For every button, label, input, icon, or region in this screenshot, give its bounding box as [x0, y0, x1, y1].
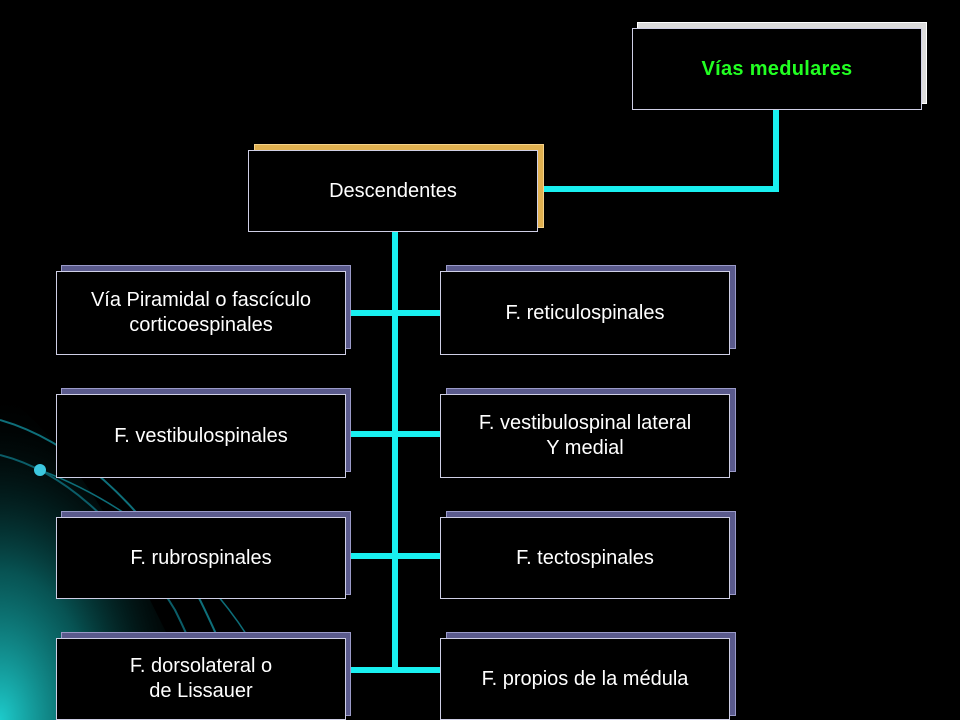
right-node-1: F. reticulospinales	[440, 271, 730, 355]
left-node-2: F. vestibulospinales	[56, 394, 346, 478]
glow-dot	[34, 464, 46, 476]
root-node-label: Vías medulares	[701, 57, 853, 80]
left-node-3: F. rubrospinales	[56, 517, 346, 599]
right-node-4: F. propios de la médula	[440, 638, 730, 720]
left-node-3-label: F. rubrospinales	[130, 546, 272, 569]
right-node-4-label: F. propios de la médula	[481, 667, 689, 690]
branch-node: Descendentes	[248, 150, 538, 232]
left-node-4: F. dorsolateral o de Lissauer	[56, 638, 346, 720]
right-node-3-label: F. tectospinales	[516, 546, 654, 569]
right-node-2: F. vestibulospinal lateral Y medial	[440, 394, 730, 478]
right-node-2-label: F. vestibulospinal lateral Y medial	[478, 412, 692, 459]
root-connector	[535, 107, 779, 192]
branch-node-label: Descendentes	[329, 179, 457, 202]
left-node-2-label: F. vestibulospinales	[114, 424, 288, 447]
right-node-1-label: F. reticulospinales	[505, 301, 665, 324]
left-node-4-label: F. dorsolateral o de Lissauer	[129, 655, 273, 702]
left-node-1: Vía Piramidal o fascículo corticoespinal…	[56, 271, 346, 355]
right-node-3: F. tectospinales	[440, 517, 730, 599]
root-node: Vías medulares	[632, 28, 922, 110]
left-node-1-label: Vía Piramidal o fascículo corticoespinal…	[90, 289, 312, 336]
